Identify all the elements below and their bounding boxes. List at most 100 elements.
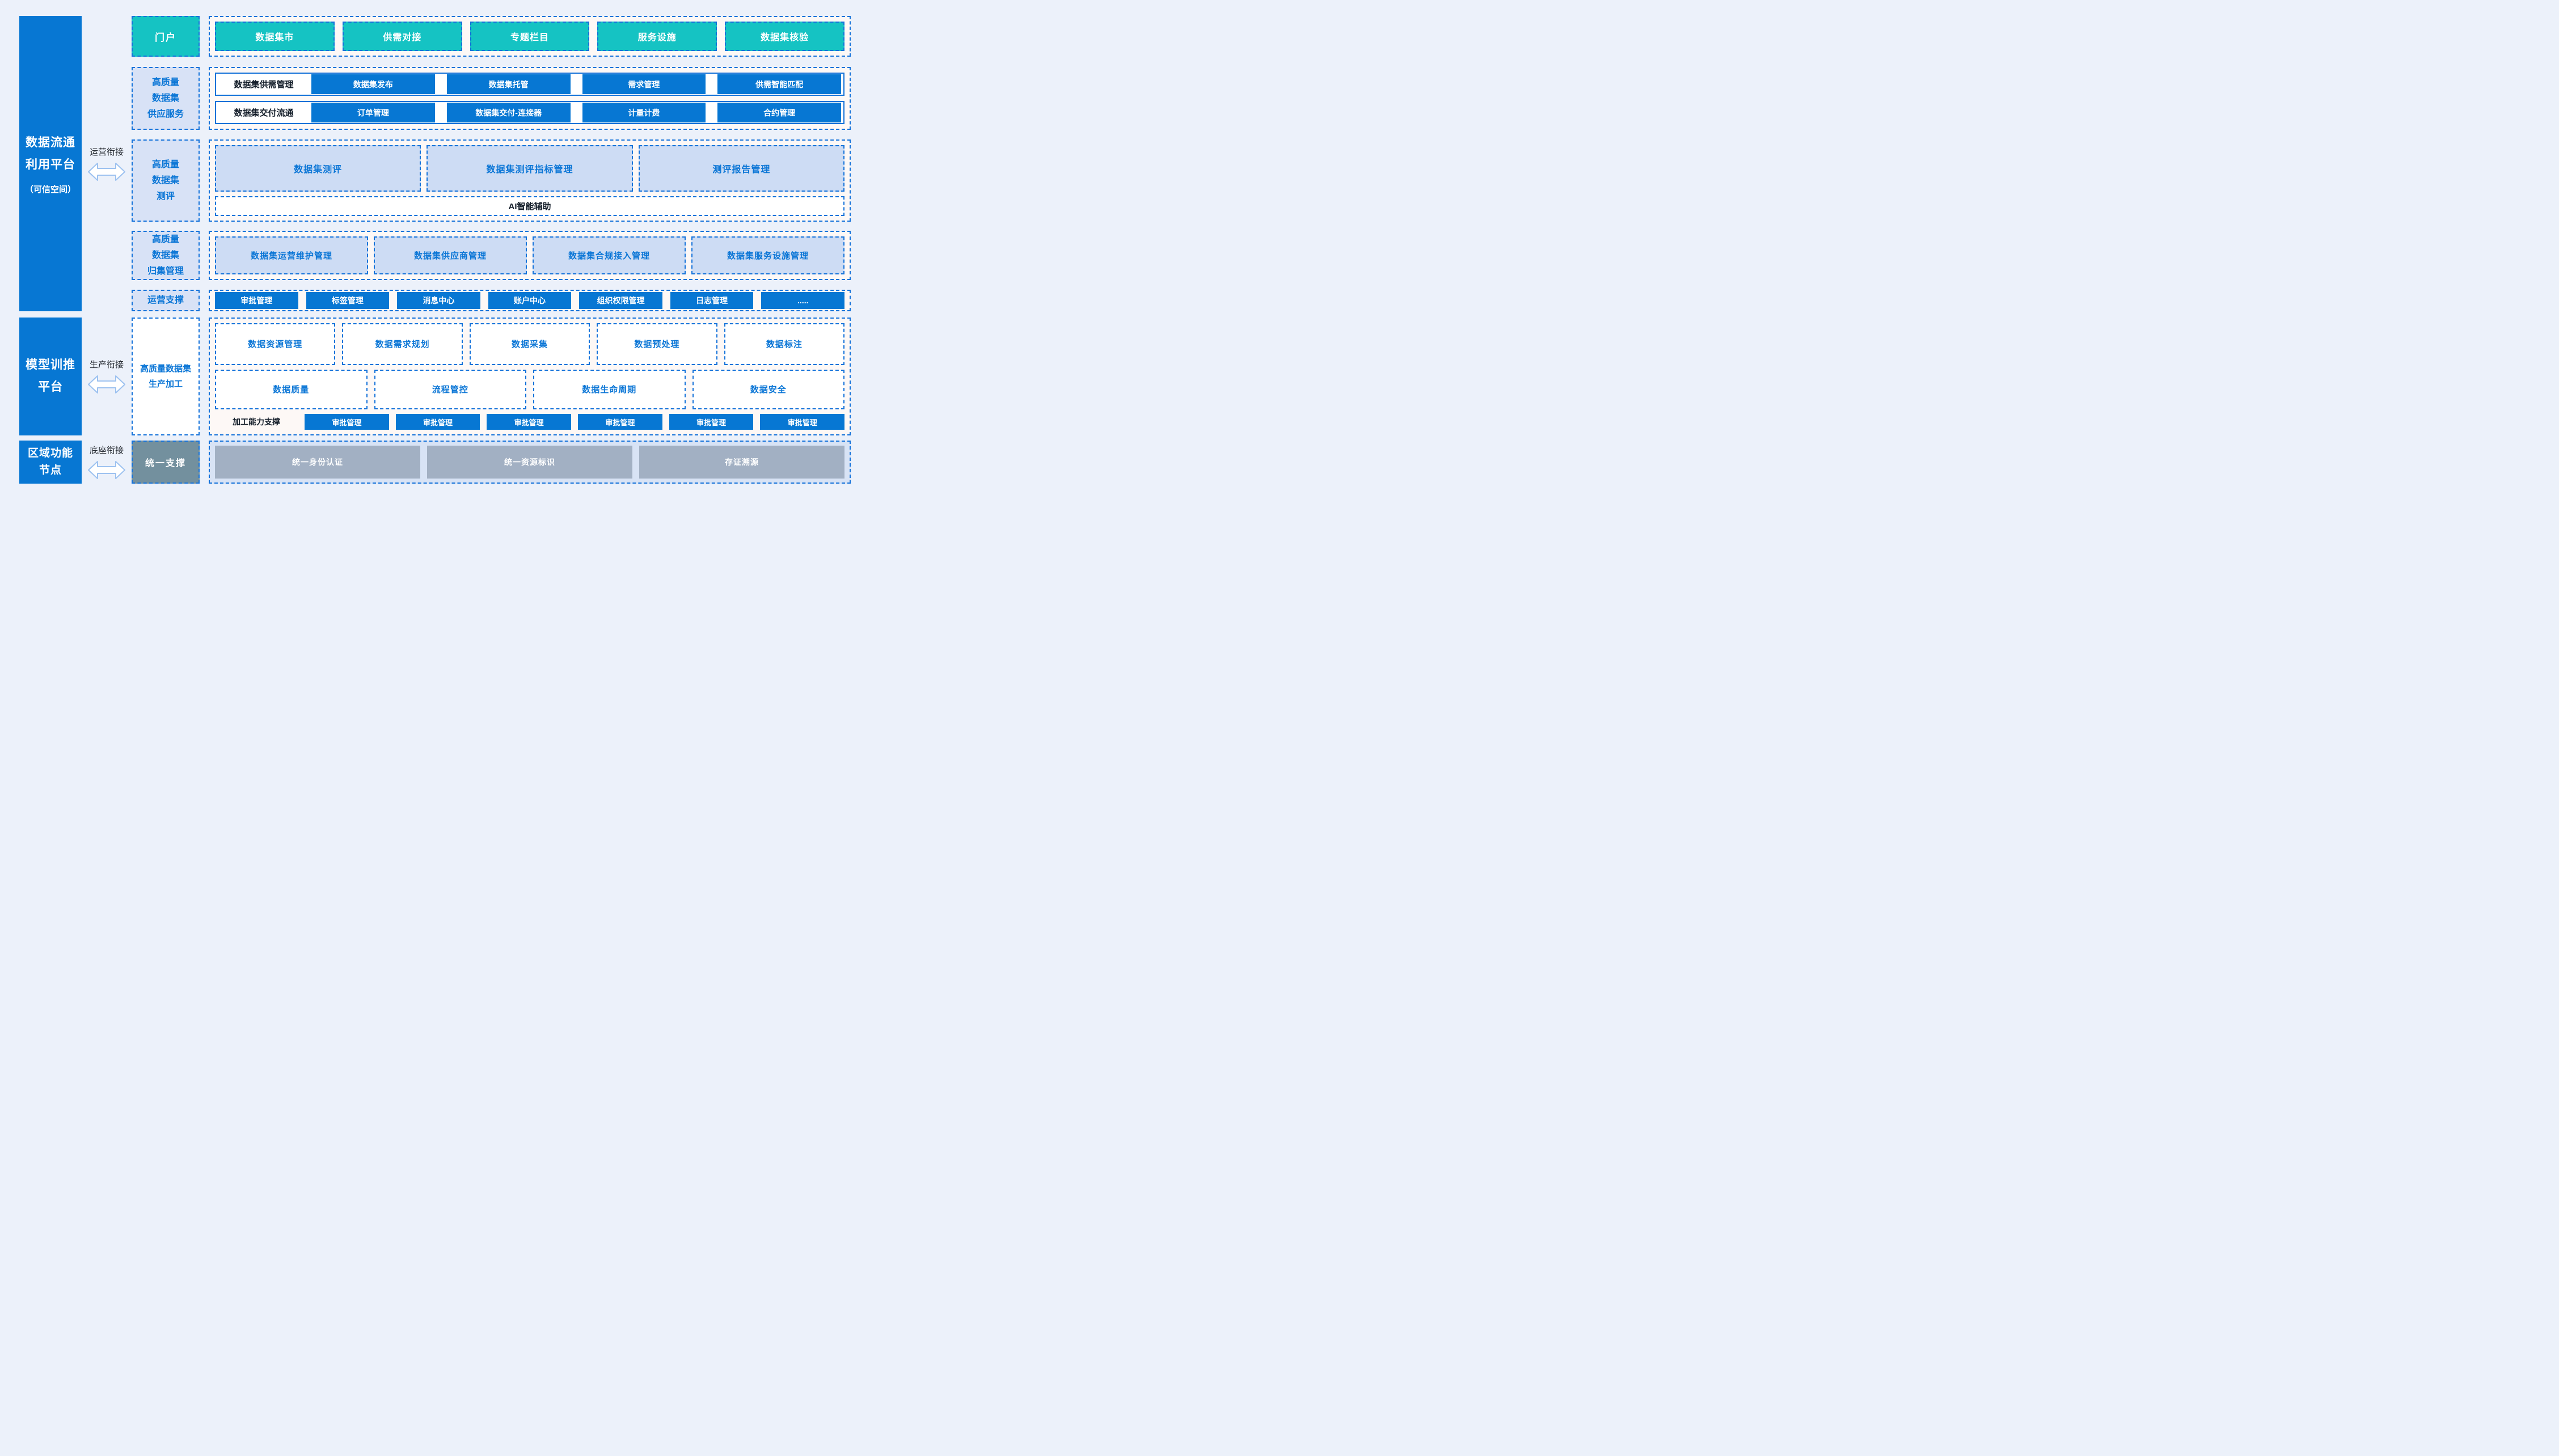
process-support-label: 加工能力支撑	[215, 414, 298, 430]
module-chip: 日志管理	[670, 292, 754, 309]
collection-section-label: 高质量 数据集 归集管理	[132, 231, 200, 280]
module-chip: 计量计费	[582, 103, 706, 122]
module-box: 数据资源管理	[215, 323, 335, 365]
label-line: 高质量	[152, 157, 179, 173]
label-line: 供应服务	[147, 107, 184, 122]
approval-chip: 审批管理	[305, 414, 389, 430]
module-chip: 组织权限管理	[579, 292, 662, 309]
link-label: 底座衔接	[90, 444, 124, 456]
platform-rail: 模型训推 平台	[19, 318, 82, 435]
section-production: 高质量数据集 生产加工 数据资源管理 数据需求规划 数据采集 数据预处理 数据标…	[132, 318, 851, 435]
platform-title-line: 模型训推	[26, 354, 75, 376]
approval-chip: 审批管理	[487, 414, 571, 430]
production-row-1: 数据资源管理 数据需求规划 数据采集 数据预处理 数据标注	[215, 323, 844, 365]
module-box: 数据集运营维护管理	[215, 236, 368, 274]
approval-chip: 审批管理	[760, 414, 844, 430]
platform-regional-node: 区域功能 节点	[19, 441, 82, 484]
supply-row-demand: 数据集供需管理 数据集发布 数据集托管 需求管理 供需智能匹配	[215, 73, 844, 96]
platform-title-line: 利用平台	[26, 154, 75, 176]
platform-rail: 数据流通 利用平台 （可信空间）	[19, 16, 82, 311]
platform-model-training: 模型训推 平台	[19, 318, 82, 435]
link-label: 生产衔接	[90, 358, 124, 370]
module-box: 数据集测评	[215, 145, 421, 192]
foundation-section-label: 统一支撑	[132, 441, 200, 484]
approval-chip: 审批管理	[396, 414, 480, 430]
supply-row-modules: 数据集发布 数据集托管 需求管理 供需智能匹配	[311, 74, 843, 94]
platform-rail: 区域功能 节点	[19, 441, 82, 484]
production-row-approvals: 加工能力支撑 审批管理 审批管理 审批管理 审批管理 审批管理 审批管理	[215, 414, 844, 430]
link-label: 运营衔接	[90, 146, 124, 158]
module-box: 数据集合规接入管理	[533, 236, 686, 274]
supply-row-modules: 订单管理 数据集交付-连接器 计量计费 合约管理	[311, 103, 843, 122]
module-chip: 数据集发布	[311, 74, 435, 94]
module-box: 数据预处理	[597, 323, 717, 365]
foundation-container: 统一身份认证 统一资源标识 存证溯源	[209, 441, 851, 484]
production-row-2: 数据质量 流程管控 数据生命周期 数据安全	[215, 370, 844, 409]
module-box: 测评报告管理	[639, 145, 844, 192]
approval-chip: 审批管理	[669, 414, 754, 430]
content-column: 高质量数据集 生产加工 数据资源管理 数据需求规划 数据采集 数据预处理 数据标…	[132, 318, 851, 435]
supply-row-delivery: 数据集交付流通 订单管理 数据集交付-连接器 计量计费 合约管理	[215, 101, 844, 124]
module-chip: 需求管理	[582, 74, 706, 94]
module-chip: 消息中心	[397, 292, 480, 309]
module-box: 数据质量	[215, 370, 368, 409]
module-chip: 订单管理	[311, 103, 435, 122]
module-chip: 合约管理	[717, 103, 841, 122]
ai-assist-box: AI智能辅助	[215, 196, 844, 216]
label-line: 生产加工	[149, 376, 183, 392]
band-model-training: 模型训推 平台 生产衔接 高质量数据集 生产加工	[19, 318, 851, 435]
module-box: 统一身份认证	[215, 446, 420, 479]
link-foundation: 底座衔接	[82, 441, 132, 484]
platform-title-line: 平台	[38, 376, 63, 399]
module-chip: 数据集托管	[447, 74, 571, 94]
portal-label: 门户	[132, 16, 200, 57]
band-data-circulation: 数据流通 利用平台 （可信空间） 运营衔接 门户 数据集市 供需对接	[19, 16, 851, 311]
module-box: 数据标注	[724, 323, 844, 365]
portal-item: 服务设施	[597, 22, 717, 51]
label-line: 数据集	[152, 248, 179, 264]
label-line: 高质量	[152, 75, 179, 91]
label-line: 归集管理	[147, 264, 184, 280]
double-arrow-icon	[88, 460, 125, 480]
label-line: 数据集	[152, 91, 179, 107]
evaluation-modules: 数据集测评 数据集测评指标管理 测评报告管理	[215, 145, 844, 192]
content-column: 门户 数据集市 供需对接 专题栏目 服务设施 数据集核验 高质量 数据集 供应服…	[132, 16, 851, 311]
module-box: 统一资源标识	[427, 446, 632, 479]
supply-row-title: 数据集交付流通	[216, 107, 311, 118]
operation-section-label: 运营支撑	[132, 290, 200, 311]
section-portal: 门户 数据集市 供需对接 专题栏目 服务设施 数据集核验	[132, 16, 851, 57]
portal-item: 专题栏目	[470, 22, 590, 51]
module-box: 数据集测评指标管理	[427, 145, 632, 192]
section-evaluation: 高质量 数据集 测评 数据集测评 数据集测评指标管理 测评报告管理 AI智能辅助	[132, 139, 851, 222]
section-collection: 高质量 数据集 归集管理 数据集运营维护管理 数据集供应商管理 数据集合规接入管…	[132, 231, 851, 280]
label-line: 高质量数据集	[140, 361, 191, 376]
module-box: 存证溯源	[639, 446, 844, 479]
section-operation-support: 运营支撑 审批管理 标签管理 消息中心 账户中心 组织权限管理 日志管理 ...…	[132, 290, 851, 311]
module-box: 流程管控	[374, 370, 527, 409]
evaluation-container: 数据集测评 数据集测评指标管理 测评报告管理 AI智能辅助	[209, 139, 851, 222]
platform-subtitle: （可信空间）	[25, 183, 76, 195]
section-supply-service: 高质量 数据集 供应服务 数据集供需管理 数据集发布 数据集托管 需求管理 供需…	[132, 67, 851, 130]
approval-chip: 审批管理	[578, 414, 662, 430]
platform-title-line: 节点	[39, 462, 62, 479]
module-box: 数据需求规划	[342, 323, 462, 365]
module-chip: 数据集交付-连接器	[447, 103, 571, 122]
link-production: 生产衔接	[82, 318, 132, 435]
section-foundation: 统一支撑 统一身份认证 统一资源标识 存证溯源	[132, 441, 851, 484]
platform-title-line: 区域功能	[28, 445, 73, 462]
module-chip: 账户中心	[488, 292, 572, 309]
label-line: 测评	[157, 189, 175, 205]
module-box: 数据安全	[692, 370, 845, 409]
module-chip: .....	[761, 292, 844, 309]
double-arrow-icon	[88, 374, 125, 395]
supply-row-title: 数据集供需管理	[216, 78, 311, 90]
content-column: 统一支撑 统一身份认证 统一资源标识 存证溯源	[132, 441, 851, 484]
module-box: 数据生命周期	[533, 370, 686, 409]
module-box: 数据集服务设施管理	[691, 236, 844, 274]
module-box: 数据采集	[470, 323, 590, 365]
platform-title-line: 数据流通	[26, 132, 75, 154]
platform-data-circulation: 数据流通 利用平台 （可信空间）	[19, 16, 82, 311]
portal-item: 数据集核验	[725, 22, 844, 51]
supply-container: 数据集供需管理 数据集发布 数据集托管 需求管理 供需智能匹配 数据集交付流通	[209, 67, 851, 130]
diagram-canvas: 数据流通 利用平台 （可信空间） 运营衔接 门户 数据集市 供需对接	[19, 16, 851, 484]
